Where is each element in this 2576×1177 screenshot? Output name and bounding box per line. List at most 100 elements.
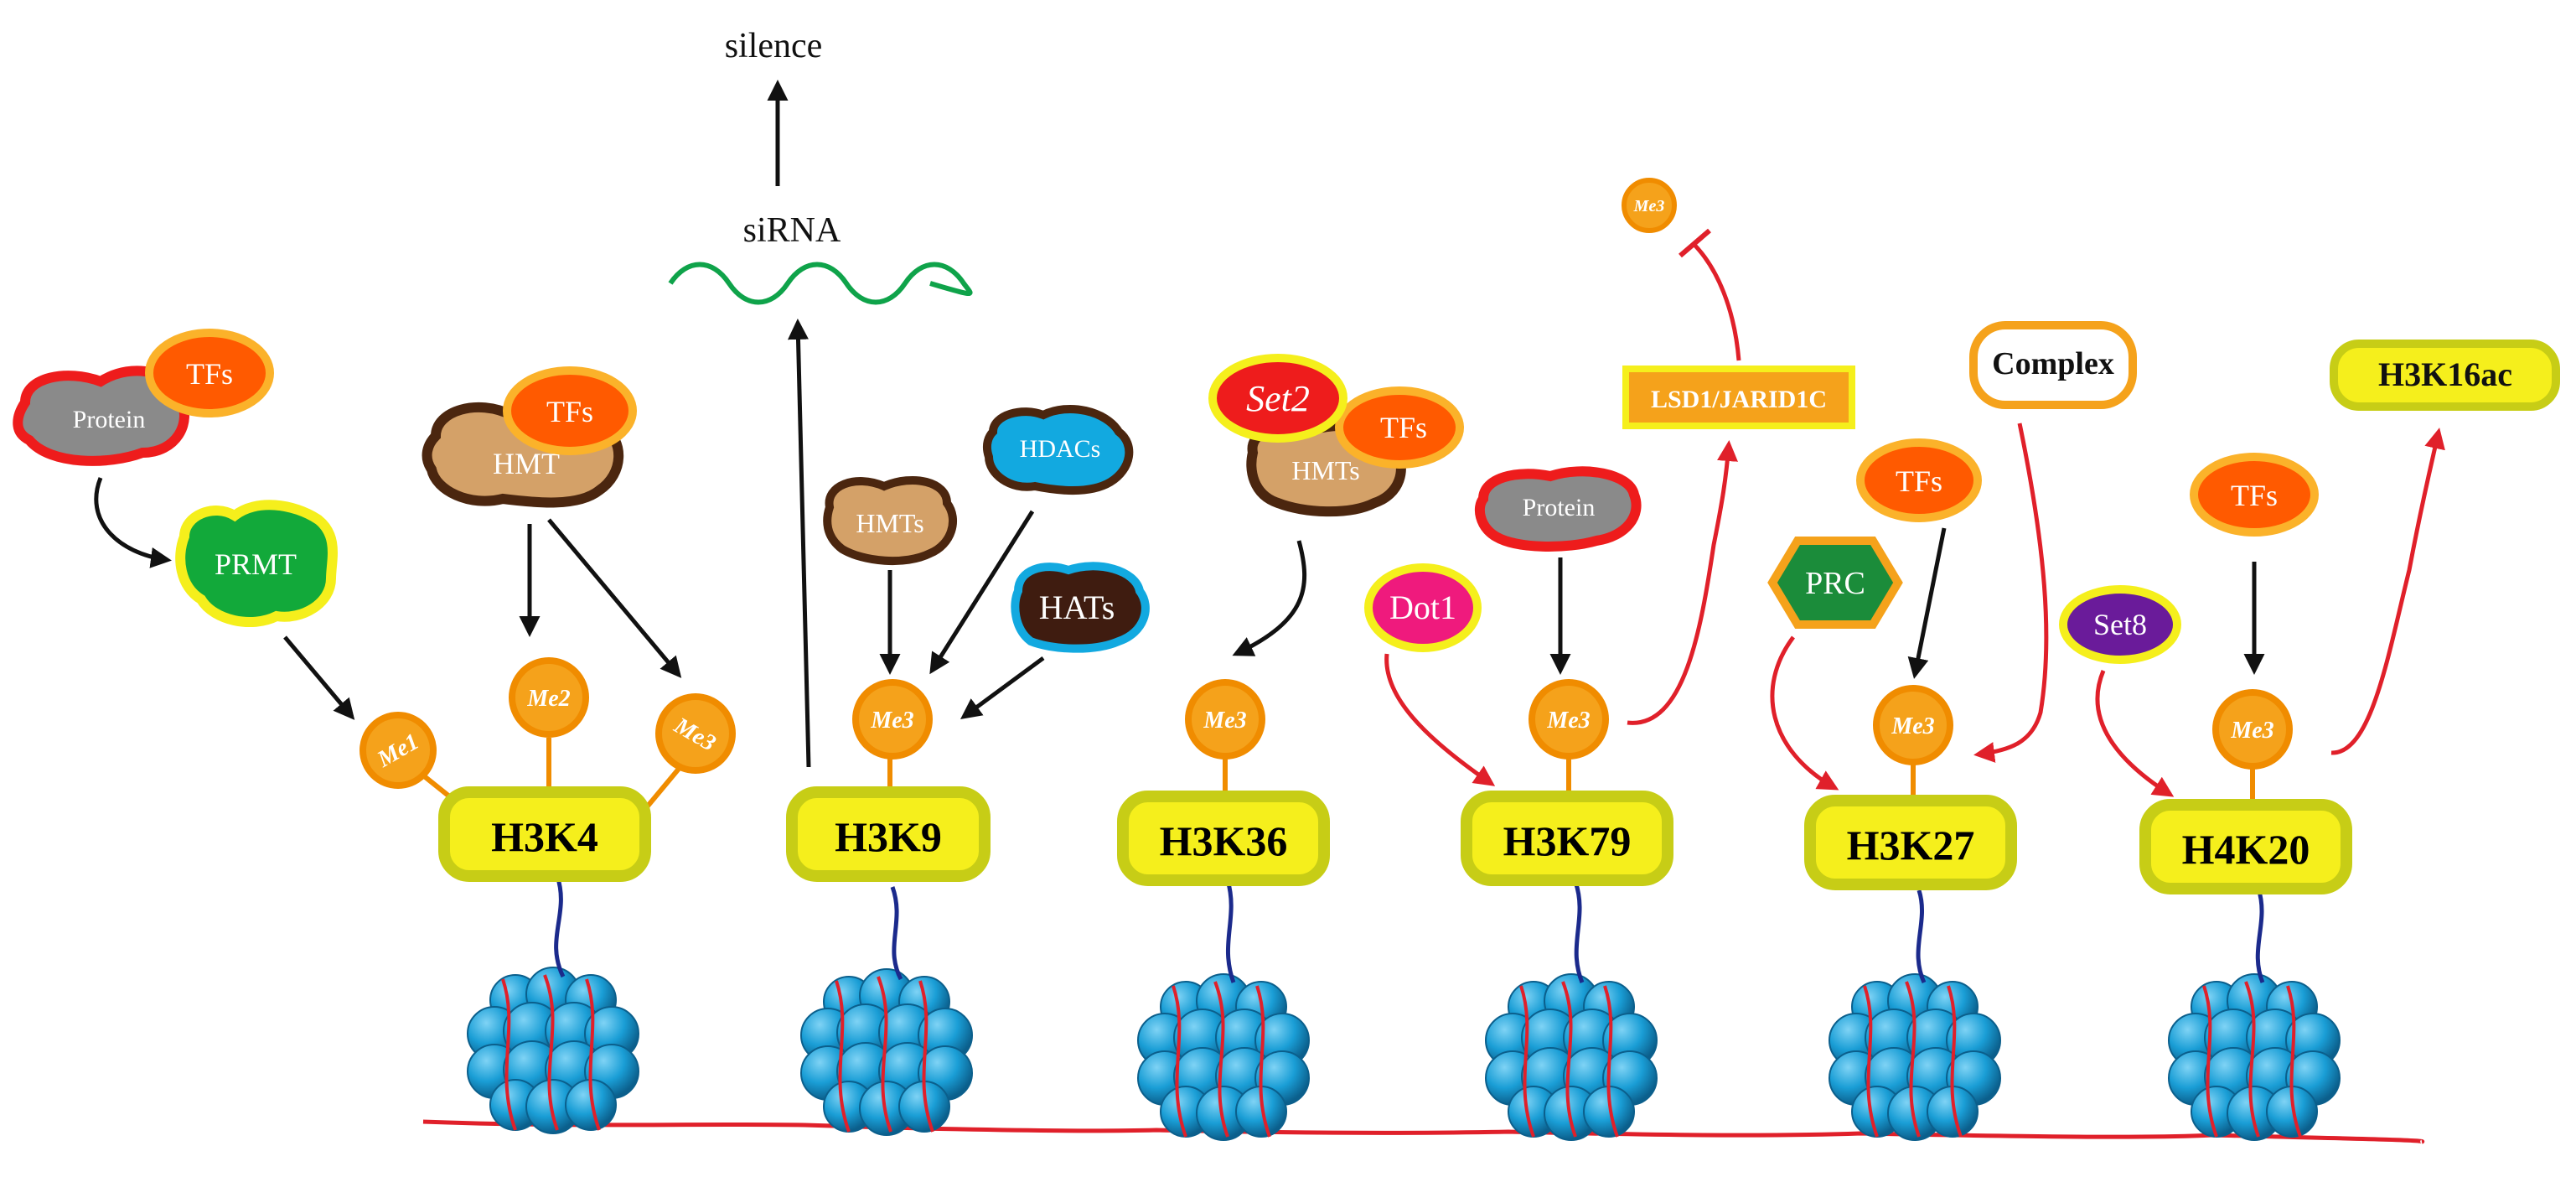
prc-to-h3k27-arrow: [1770, 635, 1839, 791]
h3k16ac-box: H3K16ac: [2330, 340, 2560, 411]
dna-wrap: [501, 978, 517, 1131]
complex-to-h3k27-arrow: [1973, 423, 2049, 763]
dna-strand: [422, 1119, 2425, 1144]
dna-wrap: [585, 978, 601, 1131]
dna-wrap: [1905, 981, 1921, 1138]
dna-wrap: [835, 980, 851, 1133]
hats-to-me3-arrow: [960, 656, 1045, 719]
nucleosome-1: [467, 967, 639, 1134]
svg-text:PRMT: PRMT: [215, 547, 297, 581]
svg-text:Protein: Protein: [73, 406, 146, 433]
svg-text:Me3: Me3: [1203, 708, 1246, 734]
prmt-to-me1-arrow: [283, 635, 355, 720]
histone-tail: [554, 875, 566, 978]
set8-to-h4k20-arrow: [2095, 670, 2175, 797]
methyl-mark-me3: Me3: [1185, 679, 1265, 760]
hmts-to-me3-arrow-2: [1232, 540, 1307, 656]
tfs-oval-3: TFs: [1335, 386, 1464, 469]
methyl-mark-me3-removed: Me3: [1622, 178, 1677, 233]
svg-text:Dot1: Dot1: [1389, 588, 1456, 626]
sirna-label: siRNA: [743, 211, 841, 250]
methyl-mark-me2: Me2: [509, 657, 589, 738]
dna-wrap: [1172, 985, 1187, 1138]
svg-text:TFs: TFs: [186, 357, 233, 391]
complex-box: Complex: [1969, 321, 2137, 409]
dot1-to-h3k79-arrow: [1384, 653, 1496, 786]
svg-text:Me3: Me3: [2230, 718, 2273, 744]
histone-h3k79: H3K79: [1461, 791, 1673, 886]
histone-h3k36: H3K36: [1117, 791, 1330, 886]
svg-text:TFs: TFs: [546, 395, 593, 428]
me3-to-lsd1-arrow: [1627, 440, 1738, 725]
histone-h3k27: H3K27: [1804, 795, 2017, 890]
lsd1-inhibits-me3: [1691, 241, 1741, 361]
histone-h3k9: H3K9: [786, 786, 991, 882]
svg-text:Complex: Complex: [1992, 346, 2114, 381]
nucleosome-5: [1829, 973, 2001, 1141]
dna-wrap: [1519, 985, 1535, 1138]
set2-oval: Set2: [1208, 354, 1347, 443]
histone-h3k4: H3K4: [438, 786, 651, 882]
hdacs-blob: HDACs: [982, 405, 1134, 495]
dna-wrap: [1603, 985, 1619, 1138]
histone-tail: [1916, 889, 1927, 984]
histone-label: H3K4: [491, 813, 598, 860]
histone-label: H3K36: [1160, 817, 1288, 864]
svg-text:LSD1/JARID1C: LSD1/JARID1C: [1651, 386, 1827, 413]
histone-h4k20: H4K20: [2139, 799, 2352, 894]
hmts-blob-1: HMTs: [823, 476, 958, 565]
tfs-oval-2: TFs: [503, 366, 637, 455]
methyl-mark-me3: Me3: [852, 679, 933, 760]
svg-text:HATs: HATs: [1039, 588, 1115, 626]
svg-text:TFs: TFs: [1896, 464, 1942, 498]
svg-text:Me3: Me3: [870, 708, 913, 734]
protein-blob-1: Protein: [13, 366, 189, 466]
dna-wrap: [1561, 981, 1577, 1138]
dna-wrap: [918, 980, 934, 1133]
tfs-to-me3-arrow-4: [1907, 527, 1947, 679]
dna-wrap: [1863, 985, 1879, 1138]
protein-to-prmt-arrow: [94, 477, 172, 568]
dna-wrap: [2244, 981, 2260, 1138]
svg-text:H3K16ac: H3K16ac: [2378, 355, 2512, 393]
nucleosome-2: [800, 968, 973, 1136]
svg-text:Me3: Me3: [1546, 708, 1590, 734]
svg-text:Protein: Protein: [1523, 494, 1596, 521]
dna-wrap: [1213, 981, 1229, 1138]
silence-label: silence: [725, 27, 823, 65]
hmt-to-me3-arrow: [547, 518, 682, 678]
methyl-mark-me3: Me3: [1873, 685, 1953, 765]
nucleosome-4: [1485, 973, 1658, 1141]
histone-label: H3K9: [835, 813, 942, 860]
dna-wrap: [1947, 985, 1963, 1138]
dna-wrap: [543, 974, 559, 1131]
svg-text:HDACs: HDACs: [1020, 435, 1101, 463]
tfs-oval-1: TFs: [145, 329, 274, 417]
me3-to-h3k16ac-arrow: [2330, 428, 2445, 755]
nucleosome-3: [1137, 973, 1310, 1141]
histone-tail: [890, 886, 903, 981]
methyl-mark-me3: Me3: [1529, 679, 1609, 760]
svg-text:Set8: Set8: [2093, 608, 2147, 641]
nucleosome-6: [2168, 973, 2341, 1141]
h3k9-to-sirna-arrow: [787, 319, 811, 768]
tfs-oval-5: TFs: [2190, 453, 2319, 537]
protein-blob-2: Protein: [1474, 466, 1642, 552]
svg-text:Set2: Set2: [1246, 378, 1310, 419]
inhibition-bar: [1679, 228, 1711, 258]
tfs-oval-4: TFs: [1856, 438, 1982, 522]
lsd1-jarid1c-box: LSD1/JARID1C: [1622, 366, 1855, 429]
prmt-blob: PRMT: [175, 500, 338, 627]
methyl-mark-me3: Me3: [655, 693, 736, 774]
histone-label: H3K27: [1847, 822, 1975, 868]
set8-oval: Set8: [2059, 585, 2181, 664]
histone-label: H4K20: [2182, 826, 2310, 873]
histone-label: H3K79: [1503, 817, 1632, 864]
hdacs-to-me3-arrow: [929, 510, 1035, 675]
dna-wrap: [2202, 985, 2218, 1138]
svg-text:Me3: Me3: [1633, 197, 1665, 215]
sirna-wave: [668, 262, 973, 305]
methyl-mark-me3: Me3: [2212, 689, 2293, 770]
dna-wrap: [1255, 985, 1271, 1138]
